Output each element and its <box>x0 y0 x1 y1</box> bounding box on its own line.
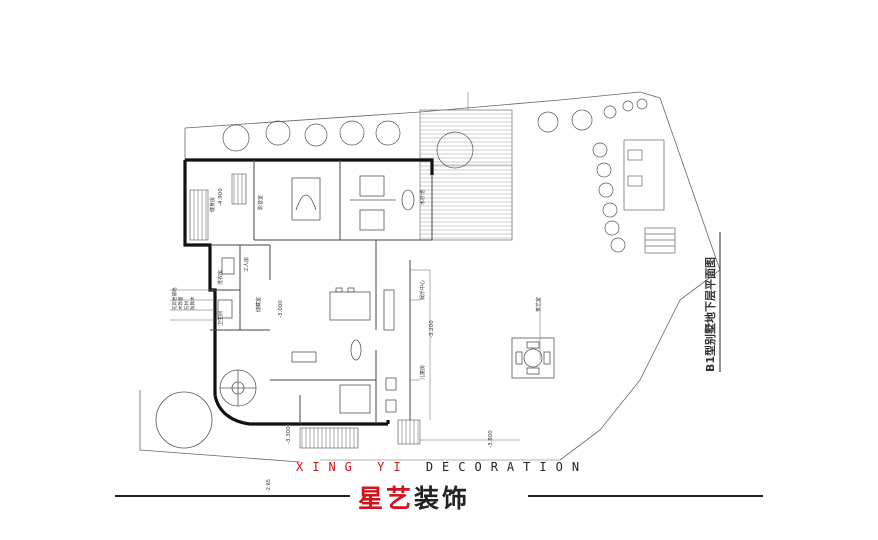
level-main: -3.000 <box>278 300 284 318</box>
room-weisheng: 卫生间 <box>217 311 224 326</box>
level-lower: -3.300 <box>286 426 292 444</box>
level-bottom: -2.65 <box>266 479 272 492</box>
room-shuiyunchi: 水疗池 <box>419 190 426 205</box>
spiral-stair <box>219 369 257 407</box>
note-4: 防腐木 <box>189 296 196 310</box>
interior-walls <box>210 160 433 424</box>
brand-chinese-dark: 装饰 <box>414 484 471 513</box>
site-boundary <box>139 91 721 463</box>
terrace-furniture <box>623 139 676 254</box>
brand-line-right <box>528 495 763 497</box>
entry-stairs <box>299 427 359 449</box>
brand-chinese: 星艺装饰 <box>358 479 470 515</box>
plan-title: B1型别墅地下层平面图 <box>703 257 717 372</box>
note-1: 花岗岩铺地 <box>171 287 178 310</box>
room-shangjixi: 茶艺室 <box>535 297 542 312</box>
brand-english-dark: DECORATION <box>425 460 589 474</box>
level-stair: -3.800 <box>488 430 494 448</box>
room-ertong: 儿童房 <box>419 365 426 380</box>
room-yinyingshi: 影音室 <box>257 195 264 210</box>
brand-english: XING YI DECORATION <box>296 460 588 474</box>
note-2: 木饰面 <box>177 296 184 310</box>
tree-large-left <box>155 391 213 449</box>
note-3: 石材 <box>183 301 190 310</box>
room-chushi: 储藏室 <box>255 297 262 312</box>
right-stair <box>397 419 421 445</box>
tree-row-top <box>222 105 617 169</box>
wood-deck <box>419 109 513 241</box>
building-walls <box>183 158 434 426</box>
brand-chinese-red: 星艺 <box>358 484 415 513</box>
level-right: -3.200 <box>429 320 435 338</box>
room-jianshenfang: 健身房 <box>209 197 216 212</box>
spa-stairs <box>189 189 209 241</box>
brand-english-red: XING YI <box>296 460 410 474</box>
brand-line-left <box>115 495 350 497</box>
outdoor-table <box>511 337 555 379</box>
room-gongren: 工人房 <box>243 257 250 272</box>
tree-row-right <box>592 98 648 253</box>
room-yulezhongxin: 娱乐中心 <box>419 280 426 300</box>
pool-edge <box>231 173 247 205</box>
leader-lines <box>170 92 560 461</box>
lounge-furniture <box>217 175 415 414</box>
level-pool: -4.900 <box>218 188 224 206</box>
room-xiyi: 洗衣房 <box>217 270 224 285</box>
